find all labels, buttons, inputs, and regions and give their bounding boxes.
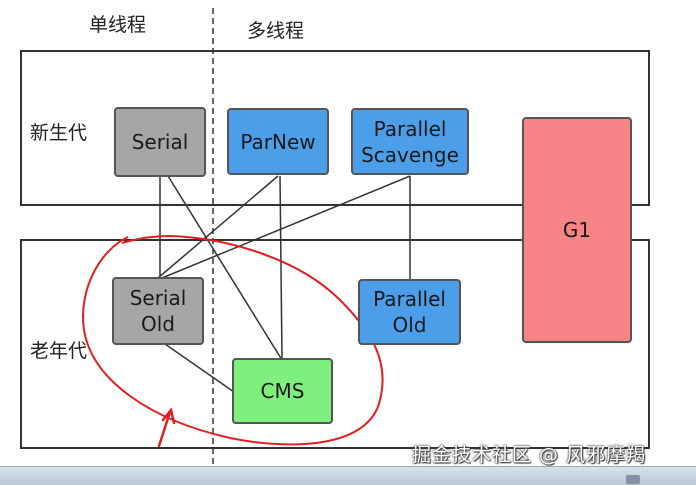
edge-serialold-cms (164, 343, 235, 393)
parallel-old-collector: Parallel Old (358, 279, 461, 345)
g1-collector: G1 (522, 117, 632, 343)
parallel-scavenge-label-line2: Scavenge (361, 142, 459, 167)
serial-old-collector: Serial Old (112, 277, 204, 345)
edge-pscavenge-serialold (161, 175, 411, 279)
edge-parnew-serialold (157, 175, 279, 279)
scroll-handle[interactable] (626, 475, 640, 484)
parnew-collector-label: ParNew (240, 129, 316, 154)
parallel-old-label-line2: Old (392, 313, 427, 337)
g1-collector-label: G1 (562, 218, 592, 242)
parallel-scavenge-collector: Parallel Scavenge (351, 108, 469, 175)
cms-collector-label: CMS (260, 379, 305, 403)
annotation-red-circle (82, 234, 384, 446)
serial-collector: Serial (114, 107, 206, 177)
edge-serial-cms (167, 175, 283, 361)
bottom-scroll-bar[interactable] (0, 466, 696, 485)
serial-old-label-line2: Old (141, 312, 175, 336)
multi-thread-header: 多线程 (247, 20, 305, 42)
old-generation-label: 老年代 (30, 340, 88, 362)
young-generation-label: 新生代 (30, 122, 88, 144)
edge-parnew-cms (279, 175, 283, 361)
parallel-scavenge-label-line1: Parallel (373, 116, 447, 141)
annotation-red-arrow (157, 407, 176, 448)
cms-collector: CMS (232, 358, 333, 424)
parallel-old-label-line1: Parallel (373, 287, 446, 311)
serial-old-label-line1: Serial (129, 286, 187, 310)
parnew-collector: ParNew (227, 108, 329, 175)
watermark-text: 掘金技术社区 @ 风邪摩羯 (412, 444, 647, 466)
single-thread-header: 单线程 (89, 14, 147, 36)
serial-collector-label: Serial (131, 130, 189, 154)
